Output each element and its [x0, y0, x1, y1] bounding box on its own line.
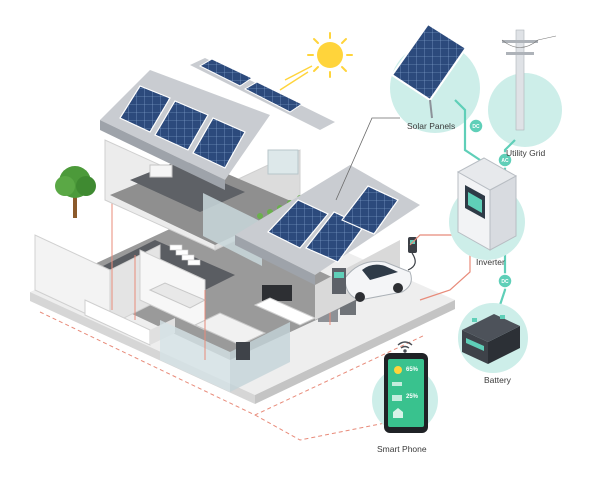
house-upper-floor [104, 139, 313, 266]
battery-node [458, 303, 528, 373]
solar-panels-node [390, 22, 480, 133]
solar-panel-icon [119, 58, 304, 169]
connector-badge-dc: DC [468, 118, 484, 134]
label-utility-grid: Utility Grid [506, 148, 546, 158]
house-interior [34, 150, 370, 392]
solar-panel-icon [267, 185, 399, 263]
sun-icon [279, 32, 353, 91]
inverter-icon [456, 157, 518, 251]
label-inverter: Inverter [476, 257, 505, 267]
electric-car-icon [344, 260, 412, 302]
phone-reading-2: 25% [406, 394, 419, 400]
label-battery: Battery [484, 375, 511, 385]
connector-badge-label: DC [501, 279, 509, 285]
solar-panel-icon [390, 22, 468, 119]
phone-reading-1: 65% [406, 367, 419, 373]
label-smart-phone: Smart Phone [377, 444, 427, 454]
wifi-icon [397, 341, 413, 353]
connector-badge-dc: DC [497, 273, 513, 289]
battery-icon [462, 314, 520, 364]
utility-grid-node [488, 29, 562, 147]
connector-badge-label: DC [472, 124, 480, 130]
label-solar-panels: Solar Panels [407, 121, 456, 131]
inverter-node [449, 157, 525, 260]
tree-icon [55, 166, 96, 218]
connector-badge-ac: AC [497, 152, 513, 168]
main-roof [100, 58, 335, 190]
smartphone-icon [384, 353, 428, 433]
energy-flow-lines-red [409, 234, 471, 301]
utility-pole-icon [501, 29, 557, 131]
smart-phone-node [372, 341, 438, 433]
panel-leader-line [335, 117, 400, 201]
indoor-power-units [236, 268, 346, 360]
connector-badge-label: AC [501, 158, 509, 164]
